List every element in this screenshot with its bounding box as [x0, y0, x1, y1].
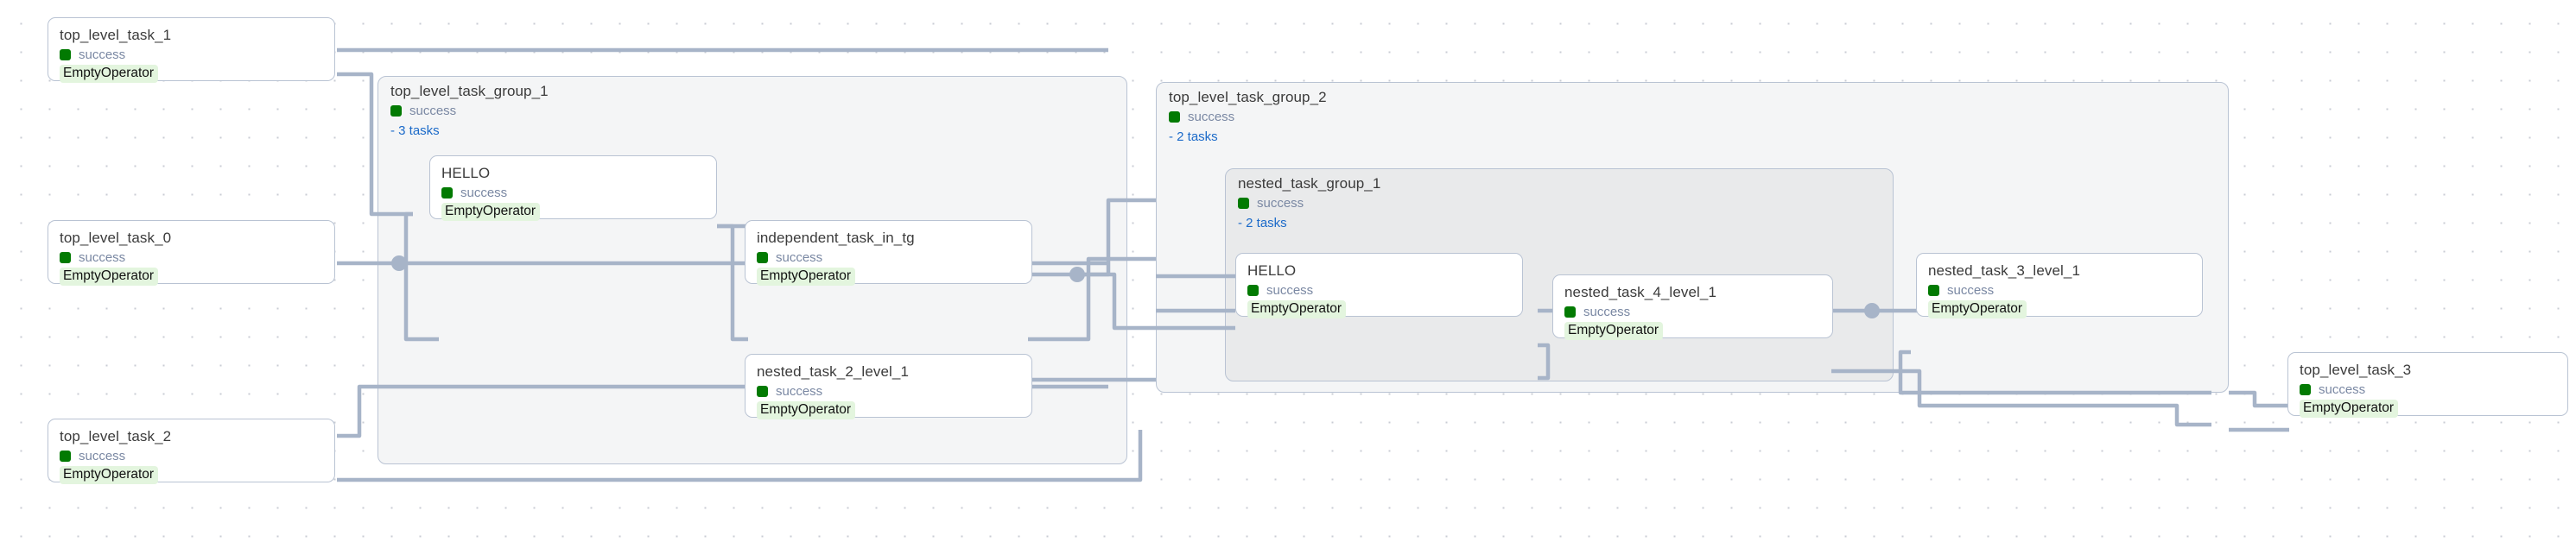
task-node-operator-badge: EmptyOperator — [1564, 322, 1664, 341]
status-success-icon — [1247, 285, 1259, 297]
task-node-title: top_level_task_3 — [2300, 362, 2412, 378]
task-group-title: nested_task_group_1 — [1238, 175, 1381, 192]
edge-to-tlt3-a — [2229, 390, 2289, 408]
task-node-status: success — [1928, 283, 2191, 298]
status-success-icon — [1169, 111, 1180, 123]
task-node-title: top_level_task_2 — [60, 428, 172, 444]
task-group-task-count-link[interactable]: - 3 tasks — [390, 123, 440, 138]
task-node-status: success — [60, 449, 323, 463]
task-node-operator-badge: EmptyOperator — [60, 466, 159, 485]
task-group-status-label: success — [409, 104, 457, 118]
task-node-status: success — [60, 47, 323, 62]
task-node-top_level_task_3[interactable]: top_level_task_3 success EmptyOperator — [2287, 352, 2568, 419]
task-node-status-label: success — [79, 250, 126, 266]
task-node-operator-badge: EmptyOperator — [441, 203, 541, 222]
task-node-operator-badge: EmptyOperator — [60, 65, 159, 84]
task-node-status-label: success — [1947, 283, 1995, 299]
task-group-status-label: success — [1257, 196, 1304, 211]
task-node-status-label: success — [776, 250, 823, 266]
task-node-status: success — [60, 250, 323, 265]
task-node-title: HELLO — [1247, 262, 1297, 279]
status-success-icon — [1564, 306, 1576, 318]
task-node-status-label: success — [79, 47, 126, 63]
status-success-icon — [757, 252, 768, 264]
status-success-icon — [2300, 384, 2311, 396]
task-node-nested_task_2_level_1[interactable]: nested_task_2_level_1 success EmptyOpera… — [745, 354, 1032, 420]
task-node-status-label: success — [460, 186, 508, 201]
task-node-title: top_level_task_1 — [60, 27, 172, 43]
task-node-operator-badge: EmptyOperator — [757, 268, 856, 287]
task-node-ntg1-hello[interactable]: HELLO success EmptyOperator — [1235, 253, 1523, 319]
task-node-nested_task_3_level_1[interactable]: nested_task_3_level_1 success EmptyOpera… — [1916, 253, 2203, 319]
task-group-task-count-link[interactable]: - 2 tasks — [1169, 129, 1218, 144]
task-node-title: nested_task_3_level_1 — [1928, 262, 2081, 279]
task-group-status: success — [390, 104, 456, 118]
task-node-title: nested_task_4_level_1 — [1564, 284, 1717, 300]
status-success-icon — [390, 105, 402, 117]
task-node-status: success — [1247, 283, 1511, 298]
task-group-title: top_level_task_group_1 — [390, 83, 549, 99]
status-success-icon — [60, 451, 71, 463]
task-group-status: success — [1169, 110, 1234, 124]
task-node-status-label: success — [776, 384, 823, 400]
task-group-title: top_level_task_group_2 — [1169, 89, 1327, 105]
status-success-icon — [1928, 285, 1939, 297]
task-node-nested_task_4_level_1[interactable]: nested_task_4_level_1 success EmptyOpera… — [1552, 274, 1833, 341]
task-node-status-label: success — [1266, 283, 1314, 299]
task-node-status-label: success — [1583, 305, 1631, 320]
task-node-top_level_task_2[interactable]: top_level_task_2 success EmptyOperator — [48, 419, 335, 485]
status-success-icon — [1238, 198, 1249, 209]
task-node-title: top_level_task_0 — [60, 230, 172, 246]
task-node-operator-badge: EmptyOperator — [2300, 400, 2399, 419]
task-node-operator-badge: EmptyOperator — [757, 401, 856, 420]
task-node-top_level_task_1[interactable]: top_level_task_1 success EmptyOperator — [48, 17, 335, 84]
task-node-operator-badge: EmptyOperator — [1928, 300, 2027, 319]
task-node-status: success — [1564, 305, 1821, 319]
task-node-top_level_task_0[interactable]: top_level_task_0 success EmptyOperator — [48, 220, 335, 287]
task-node-title: nested_task_2_level_1 — [757, 363, 910, 380]
task-group-status: success — [1238, 196, 1304, 211]
task-node-tg1-hello[interactable]: HELLO success EmptyOperator — [429, 155, 717, 222]
task-node-status: success — [2300, 382, 2556, 397]
task-node-independent_task_in_tg[interactable]: independent_task_in_tg success EmptyOper… — [745, 220, 1032, 287]
task-node-status: success — [441, 186, 705, 200]
status-success-icon — [60, 49, 71, 61]
task-node-status: success — [757, 250, 1020, 265]
task-node-operator-badge: EmptyOperator — [1247, 300, 1347, 319]
task-group-task-count-link[interactable]: - 2 tasks — [1238, 216, 1287, 230]
status-success-icon — [60, 252, 71, 264]
task-node-status: success — [757, 384, 1020, 399]
task-node-status-label: success — [2319, 382, 2366, 398]
task-group-status-label: success — [1188, 110, 1235, 124]
status-success-icon — [757, 386, 768, 398]
status-success-icon — [441, 187, 453, 199]
task-node-title: independent_task_in_tg — [757, 230, 915, 246]
task-node-title: HELLO — [441, 165, 491, 181]
task-node-status-label: success — [79, 449, 126, 464]
task-node-operator-badge: EmptyOperator — [60, 268, 159, 287]
